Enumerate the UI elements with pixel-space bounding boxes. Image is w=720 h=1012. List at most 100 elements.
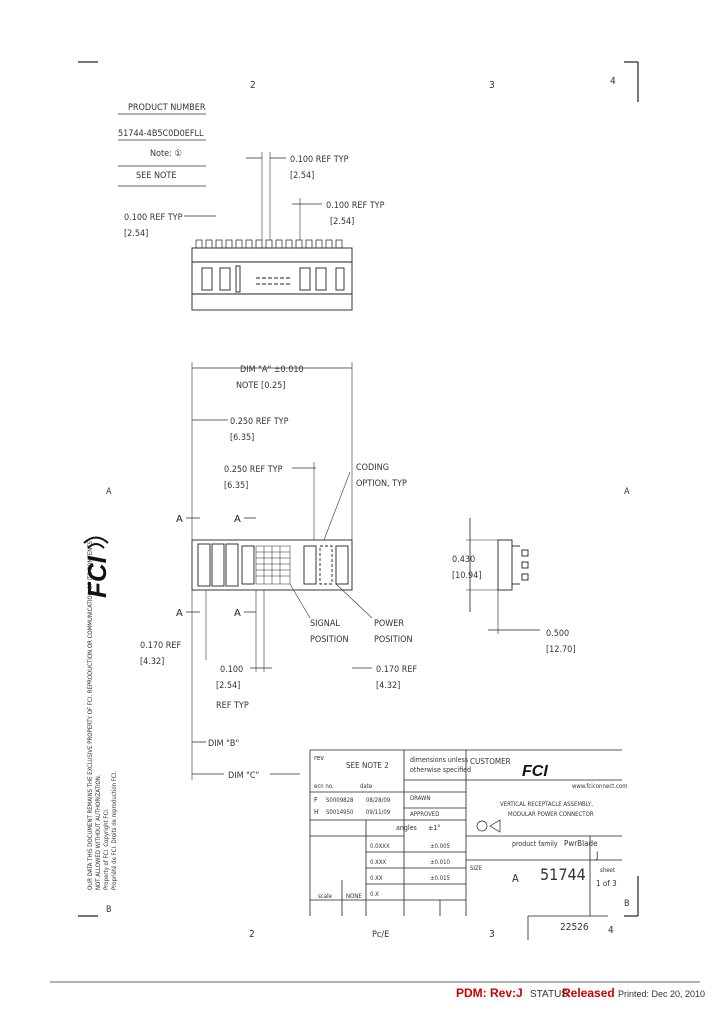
- signal-position-label: POSITION: [310, 635, 349, 645]
- section-a-marker-bottom-right: A: [234, 608, 241, 619]
- side-text-line1: OUR DATA THIS DOCUMENT REMAINS THE EXCLU…: [87, 540, 94, 890]
- dim-1-text: 0.100 REF TYP: [290, 155, 349, 165]
- section-a-marker-top-right: A: [234, 514, 241, 525]
- lower-dimensions: 0.170 REF [4.32] 0.100 [2.54] REF TYP 0.…: [140, 590, 417, 781]
- zone-row-b-left: B: [106, 905, 112, 915]
- zone-row-a-left: A: [106, 487, 112, 497]
- tb-title-line1: VERTICAL RECEPTACLE ASSEMBLY,: [500, 801, 593, 808]
- tb-scale-label: scale: [318, 893, 333, 900]
- tb-tol-1: 0.0XXX: [370, 843, 390, 850]
- dim-3-text: 0.100 REF TYP: [124, 213, 183, 223]
- dim-7-ref: REF TYP: [216, 701, 249, 711]
- mid-dimensions: DIM "A" ±0.010 NOTE [0.25] 0.250 REF TYP…: [191, 362, 407, 541]
- tb-ecn-val-1: S0009828: [326, 797, 354, 804]
- signal-label: SIGNAL: [310, 619, 340, 629]
- tb-page-code: 22526: [560, 922, 589, 933]
- dim-7-mm: [2.54]: [216, 681, 240, 691]
- tb-date-val-2: 09/11/09: [366, 809, 391, 816]
- tb-rev-val-2: H: [314, 808, 319, 816]
- product-number-value: 51744-4B5C0D0EFLL: [118, 129, 204, 139]
- pc-e-label: Pc/E: [372, 930, 389, 940]
- product-number-notes: PRODUCT NUMBER 51744-4B5C0D0EFLL Note: ①…: [118, 103, 206, 187]
- zone-bottom-4: 4: [608, 925, 614, 936]
- power-position-label: POSITION: [374, 635, 413, 645]
- tb-tol-v3: ±0.015: [430, 875, 450, 882]
- side-view-dimensions: 0.430 [10.94] 0.500 [12.70]: [452, 555, 576, 655]
- dim-10-text: 0.500: [546, 629, 569, 639]
- zone-labels: 2 3 4 2 3 4 A A B B Pc/E: [106, 76, 630, 940]
- dim-6-mm: [4.32]: [140, 657, 164, 667]
- zone-top-3: 3: [489, 80, 495, 91]
- dim-note: NOTE [0.25]: [236, 381, 285, 391]
- tb-rev-letter: J: [595, 851, 598, 861]
- section-a-marker-top-left: A: [176, 514, 183, 525]
- zone-top-2: 2: [250, 80, 256, 91]
- tb-customer-label: CUSTOMER: [470, 757, 511, 766]
- projection-symbol-icon: [476, 819, 501, 833]
- dim-8-text: 0.170 REF: [376, 665, 417, 675]
- dim-9-mm: [10.94]: [452, 571, 482, 581]
- tb-angles-label: angles: [396, 824, 417, 832]
- power-label: POWER: [374, 619, 404, 629]
- dim-9-text: 0.430: [452, 555, 475, 565]
- tb-tol-2: 0.XXX: [370, 859, 387, 866]
- coding-label: CODING: [356, 463, 389, 473]
- tb-tol-v1: ±0.005: [430, 843, 450, 850]
- dim-1-mm: [2.54]: [290, 171, 314, 181]
- tb-product-family-label: product family: [512, 840, 558, 848]
- top-dimensions: 0.100 REF TYP [2.54] 0.100 REF TYP [2.54…: [124, 152, 385, 240]
- tb-unless: dimensions unless: [410, 756, 468, 764]
- tb-ecn-header: ecn no.: [314, 783, 334, 790]
- printed-date: Printed: Dec 20, 2010: [618, 989, 705, 999]
- pdm-rev-label: PDM: Rev:J: [456, 986, 523, 1000]
- zone-top-4: 4: [610, 76, 616, 87]
- dim-5-text: 0.250 REF TYP: [224, 465, 283, 475]
- tb-see-note-2: SEE NOTE 2: [346, 761, 389, 770]
- tb-rev-header: rev: [314, 754, 324, 762]
- dim-2-text: 0.100 REF TYP: [326, 201, 385, 211]
- dim-3-mm: [2.54]: [124, 229, 148, 239]
- dim-2-mm: [2.54]: [330, 217, 354, 227]
- dim-4-mm: [6.35]: [230, 433, 254, 443]
- tb-website: www.fciconnect.com: [572, 783, 628, 790]
- dim-c-label: DIM "C": [228, 771, 259, 781]
- dim-10-mm: [12.70]: [546, 645, 576, 655]
- zone-bottom-2: 2: [249, 929, 255, 940]
- tb-size-label: SIZE: [470, 865, 483, 872]
- tb-fci-logo: FCI: [522, 763, 548, 780]
- tb-sheet-label: sheet: [600, 867, 615, 874]
- side-text-line2: NOT ALLOWED WITHOUT AUTHORIZATION.: [95, 774, 102, 890]
- zone-row-a-right: A: [624, 487, 630, 497]
- title-block: [309, 749, 622, 940]
- tb-size: A: [512, 872, 519, 885]
- tb-product-family: PwrBlade: [564, 839, 598, 848]
- dim-4-text: 0.250 REF TYP: [230, 417, 289, 427]
- tb-ecn-val-2: S0014950: [326, 809, 354, 816]
- dim-5-mm: [6.35]: [224, 481, 248, 491]
- title-block-text: rev SEE NOTE 2 dimensions unless otherwi…: [314, 754, 628, 933]
- side-legal-text: OUR DATA THIS DOCUMENT REMAINS THE EXCLU…: [87, 540, 118, 890]
- top-view: [191, 239, 353, 311]
- dim-7-text: 0.100: [220, 665, 243, 675]
- tb-sheet-val: 1 of 3: [596, 879, 617, 888]
- dim-a-text: DIM "A" ±0.010: [240, 365, 304, 375]
- status-value: Released: [562, 986, 615, 1000]
- plan-view-connector: [191, 539, 353, 591]
- side-text-line4: Propriété de FCI. Droits de reproduction…: [111, 771, 118, 890]
- status-label: STATUS:: [530, 989, 571, 1000]
- product-number-label: PRODUCT NUMBER: [128, 103, 206, 113]
- dim-6-text: 0.170 REF: [140, 641, 181, 651]
- tb-date-header: date: [360, 783, 373, 790]
- side-view: [466, 518, 540, 634]
- tb-angles-val: ±1°: [428, 824, 440, 832]
- tb-scale-val: NONE: [346, 893, 362, 900]
- zone-bottom-3: 3: [489, 929, 495, 940]
- tb-doc-number: 51744: [540, 865, 586, 884]
- tb-otherwise: otherwise specified: [410, 766, 471, 774]
- tb-tol-4: 0.X: [370, 891, 379, 898]
- section-a-marker-bottom-left: A: [176, 608, 183, 619]
- footer: PDM: Rev:J STATUS: Released Printed: Dec…: [456, 986, 705, 1000]
- tb-date-val-1: 08/28/09: [366, 797, 391, 804]
- tb-tol-v2: ±0.010: [430, 859, 451, 866]
